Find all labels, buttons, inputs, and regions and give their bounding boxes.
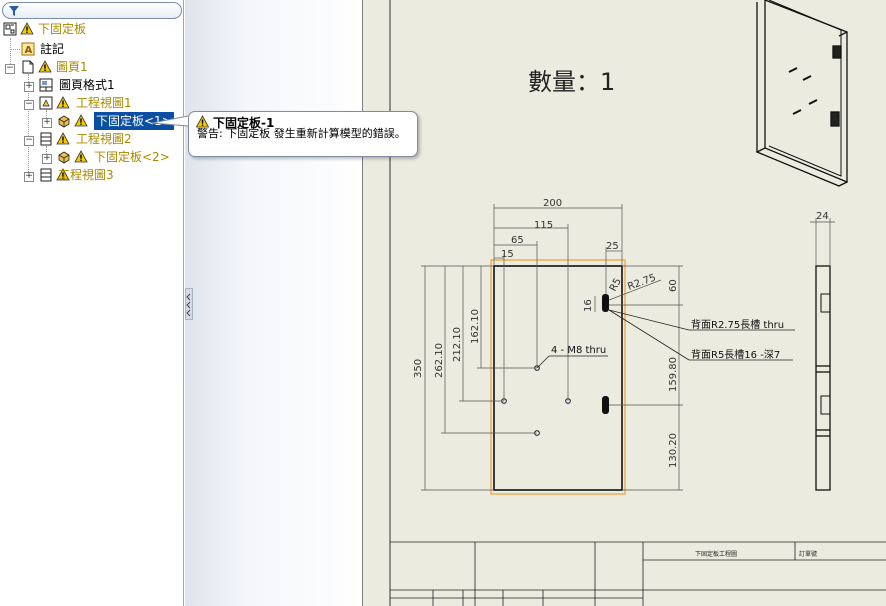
tooltip-message: 警告: 下固定板 發生重新計算模型的錯誤。 [197, 127, 406, 140]
expand-toggle[interactable]: + [24, 81, 34, 92]
dim-label: 200 [543, 198, 562, 209]
dim-label: 350 [413, 359, 424, 378]
dim-label: 162.10 [470, 309, 481, 344]
drawing-canvas: 數量：1 200 115 [389, 0, 886, 606]
warning-icon [20, 22, 34, 35]
tree-node-part2[interactable]: 下固定板<2> [56, 148, 184, 166]
empty-panel-area [185, 0, 362, 606]
tree-node-root[interactable]: 下固定板 [2, 20, 182, 38]
warning-icon [195, 115, 210, 128]
warning-icon [74, 150, 88, 163]
sheet-icon [22, 60, 34, 74]
warning-tooltip: 下固定板-1 警告: 下固定板 發生重新計算模型的錯誤。 [188, 111, 418, 157]
title-block-cell: 訂單號 [799, 550, 817, 558]
warning-icon [56, 96, 70, 109]
tree-node-label: 圖頁格式1 [59, 78, 115, 92]
tree-node-annotations[interactable]: A 註記 [20, 40, 180, 58]
collapse-toggle[interactable]: − [24, 135, 34, 146]
drawing-icon [3, 22, 17, 36]
dim-label: 60 [668, 279, 679, 292]
panel-splitter-handle[interactable] [185, 288, 193, 320]
svg-text:A: A [25, 45, 33, 56]
dim-label: 130.20 [668, 433, 679, 468]
annotation-icon: A [21, 42, 35, 56]
tree-node-label: 下固定板 [38, 22, 87, 36]
dim-label: 65 [511, 235, 524, 246]
vertical-dimensions [421, 265, 683, 491]
callout-leaders [536, 309, 795, 369]
warning-icon [56, 132, 70, 145]
tree-node-view1[interactable]: 工程視圖1 [38, 94, 182, 112]
tree-node-part1[interactable]: 下固定板<1> [56, 112, 184, 130]
tooltip-pointer [151, 115, 189, 127]
tree-node-label: 下固定板<2> [94, 150, 170, 164]
drawing-view-icon [39, 96, 53, 110]
tooltip-title: 下固定板-1 [213, 116, 275, 130]
dim-label: 159.80 [668, 357, 679, 392]
part-icon [58, 151, 70, 164]
expand-toggle[interactable]: + [24, 171, 34, 182]
quantity-label: 數量：1 [528, 68, 615, 96]
tree-node-view2[interactable]: 工程視圖2 [38, 130, 182, 148]
dim-label: 15 [501, 249, 514, 260]
slot-deep-callout: 背面R5長槽16 -深7 [691, 348, 780, 361]
dim-label: 24 [816, 211, 829, 222]
feature-tree-panel: 下固定板 A 註記 − 圖頁1 + 圖頁格式1 − 工程視圖1 [0, 0, 184, 606]
warning-icon [74, 114, 88, 127]
tree-node-label: 工程視圖2 [76, 132, 132, 146]
dim-label: 115 [534, 220, 553, 231]
drawing-sheet[interactable]: 數量：1 200 115 [362, 0, 886, 606]
title-block-cell: 下固定板工程圖 [695, 550, 737, 558]
front-view [490, 259, 626, 495]
title-block [390, 541, 886, 606]
tree-filter-bar[interactable] [2, 2, 182, 19]
tree-node-label: 工程視圖3 [58, 168, 114, 182]
slot-thru-callout: 背面R2.75長槽 thru [691, 318, 784, 331]
warning-icon [38, 60, 52, 73]
drawing-view-icon [40, 168, 52, 182]
tree-node-sheet-format[interactable]: 圖頁格式1 [38, 76, 182, 94]
tree-node-label-selected: 下固定板<1> [94, 112, 174, 130]
tree-node-label: 註記 [40, 42, 65, 56]
horizontal-dimensions [493, 204, 623, 401]
tree-node-label: 工程視圖1 [76, 96, 132, 110]
side-view [810, 218, 835, 491]
tree-node-label: 圖頁1 [56, 60, 88, 74]
filter-icon[interactable] [8, 5, 20, 17]
isometric-view [755, 0, 848, 187]
drawing-view-icon [40, 132, 52, 146]
sheet-format-icon [39, 78, 53, 92]
dim-label: 25 [606, 241, 619, 252]
dim-label: 16 [583, 299, 594, 312]
tree-node-sheet1[interactable]: 圖頁1 [20, 58, 180, 76]
chevron-left-icon [186, 293, 191, 316]
expand-toggle[interactable]: + [42, 117, 52, 128]
m8-callout: 4 - M8 thru [551, 345, 606, 356]
expand-toggle[interactable]: + [42, 153, 52, 164]
collapse-toggle[interactable]: − [5, 63, 15, 74]
tree-node-view3[interactable]: 工程視圖3 [38, 166, 182, 184]
dim-label: 262.10 [434, 343, 445, 378]
warning-icon [56, 168, 70, 181]
dim-label: R2.75 [626, 272, 657, 292]
part-icon [58, 115, 70, 128]
collapse-toggle[interactable]: − [24, 99, 34, 110]
dim-label: 212.10 [452, 327, 463, 362]
